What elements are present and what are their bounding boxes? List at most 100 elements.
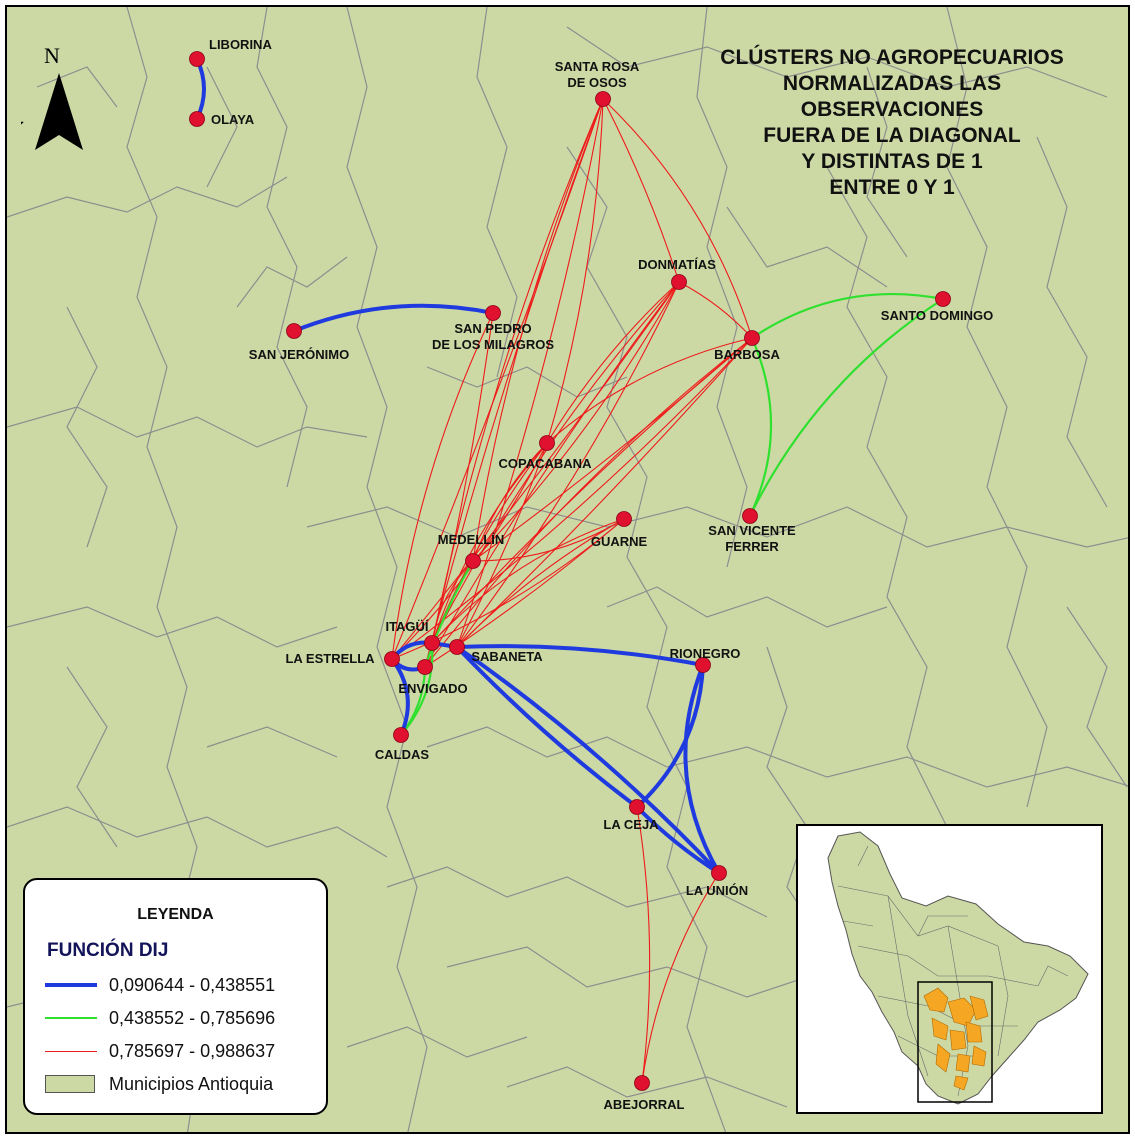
municipality-label-san_pedro: SAN PEDRO	[454, 321, 531, 336]
link-blue-liborina-olaya	[195, 58, 206, 120]
municipality-label-san_jeronimo: SAN JERÓNIMO	[249, 347, 349, 362]
municipality-boundary	[1066, 606, 1128, 788]
link-red-barbosa-itagui	[431, 337, 753, 644]
municipality-label-olaya: OLAYA	[211, 112, 255, 127]
municipality-point-rionegro	[695, 657, 711, 673]
municipality-point-envigado	[417, 659, 433, 675]
link-green-barbosa-santo_domingo	[751, 292, 944, 339]
municipality-boundary	[866, 66, 908, 258]
municipality-label-san_vicente: SAN VICENTE	[708, 523, 796, 538]
map-title: CLÚSTERS NO AGROPECUARIOS NORMALIZADAS L…	[667, 45, 1117, 201]
municipality-label-abejorral: ABEJORRAL	[604, 1097, 685, 1112]
municipality-boundary	[476, 7, 518, 378]
link-red-la_ceja-abejorral	[636, 806, 651, 1084]
link-red-guarne-la_estrella	[391, 518, 625, 660]
link-red-barbosa-sabaneta	[456, 337, 753, 648]
legend-swatch-blue	[45, 983, 97, 987]
legend-item-green: 0,438552 - 0,785696	[45, 1005, 275, 1031]
link-red-santa_rosa-barbosa	[602, 98, 753, 339]
municipality-boundary	[506, 1066, 788, 1108]
municipality-point-san_jeronimo	[286, 323, 302, 339]
legend-label-green: 0,438552 - 0,785696	[109, 1007, 276, 1028]
municipality-boundary	[826, 166, 948, 828]
title-line-1: CLÚSTERS NO AGROPECUARIOS	[720, 46, 1064, 69]
municipality-boundary	[236, 256, 348, 308]
municipality-point-abejorral	[634, 1075, 650, 1091]
municipality-boundary	[7, 806, 388, 858]
title-line-6: ENTRE 0 Y 1	[829, 176, 955, 199]
municipality-point-donmatias	[671, 274, 687, 290]
link-red-copacabana-medellin	[472, 442, 548, 562]
municipality-boundary	[66, 306, 108, 548]
municipality-boundary	[1036, 136, 1108, 508]
municipality-label-guarne: GUARNE	[591, 534, 648, 549]
link-red-donmatias-barbosa	[678, 281, 753, 339]
municipality-boundary	[726, 206, 888, 288]
inset-highlighted-municipalities	[923, 987, 989, 1091]
municipality-boundary	[346, 7, 428, 1132]
link-blue-la_ceja-la_union	[635, 805, 721, 875]
north-arrow-left-half	[35, 73, 59, 150]
link-red-barbosa-copacabana	[546, 337, 753, 444]
link-red-donmatias-sabaneta	[456, 281, 680, 648]
link-red-copacabana-envigado	[424, 442, 548, 668]
legend: LEYENDA FUNCIÓN DIJ 0,090644 - 0,438551 …	[23, 878, 328, 1115]
municipality-point-sabaneta	[449, 639, 465, 655]
inset-antioquia-outline	[827, 831, 1089, 1105]
municipality-point-olaya	[189, 111, 205, 127]
link-red-donmatias-envigado	[424, 281, 680, 668]
legend-label-blue: 0,090644 - 0,438551	[109, 974, 276, 995]
municipality-label-santa_rosa: DE OSOS	[567, 75, 627, 90]
municipality-label-barbosa: BARBOSA	[714, 347, 780, 362]
municipality-point-liborina	[189, 51, 205, 67]
municipality-boundary	[7, 406, 368, 448]
legend-label-red: 0,785697 - 0,988637	[109, 1040, 276, 1061]
municipality-point-copacabana	[539, 435, 555, 451]
north-arrow-right-half	[59, 73, 83, 150]
municipality-boundary	[386, 866, 768, 918]
link-red-donmatias-itagui	[431, 281, 680, 644]
municipality-boundary	[566, 26, 1108, 98]
municipality-boundary	[426, 726, 1128, 788]
link-red-guarne-sabaneta	[456, 518, 625, 648]
municipality-point-san_vicente	[742, 508, 758, 524]
link-red-barbosa-medellin	[472, 337, 753, 562]
municipality-boundary	[696, 7, 748, 568]
link-red-santa_rosa-envigado	[424, 98, 604, 668]
link-red-san_pedro-itagui	[431, 312, 494, 644]
municipality-label-santo_domingo: SANTO DOMINGO	[881, 308, 993, 323]
municipality-boundary	[256, 7, 308, 488]
connection-lines	[195, 58, 944, 1084]
inset-locator-map	[796, 824, 1103, 1114]
municipality-point-guarne	[616, 511, 632, 527]
municipality-boundary	[7, 606, 338, 648]
legend-item-blue: 0,090644 - 0,438551	[45, 972, 275, 998]
link-red-la_union-abejorral	[641, 872, 720, 1084]
link-red-donmatias-la_estrella	[391, 281, 680, 660]
title-line-5: Y DISTINTAS DE 1	[801, 150, 983, 173]
municipality-boundary	[606, 586, 888, 628]
municipality-point-san_pedro	[485, 305, 501, 321]
link-blue-san_jeronimo-san_pedro	[293, 303, 494, 333]
municipality-label-santa_rosa: SANTA ROSA	[555, 59, 640, 74]
link-blue-sabaneta-la_union	[455, 645, 721, 875]
north-arrow: N í	[13, 43, 91, 170]
municipality-point-caldas	[393, 727, 409, 743]
municipality-boundary	[946, 7, 1048, 808]
municipality-label-donmatias: DONMATÍAS	[638, 257, 716, 272]
municipality-boundary	[426, 366, 628, 398]
municipality-boundary	[346, 1026, 528, 1058]
legend-swatch-green	[45, 1017, 97, 1019]
municipality-label-caldas: CALDAS	[375, 747, 429, 762]
municipality-boundary	[446, 946, 808, 998]
municipality-label-la_estrella: LA ESTRELLA	[285, 651, 375, 666]
link-green-barbosa-san_vicente	[749, 337, 773, 517]
municipality-boundary	[306, 506, 1128, 548]
link-red-santa_rosa-sabaneta	[456, 98, 604, 648]
link-blue-sabaneta-rionegro	[456, 644, 704, 667]
municipality-label-sabaneta: SABANETA	[471, 649, 543, 664]
municipality-label-medellin: MEDELLÍN	[438, 532, 504, 547]
